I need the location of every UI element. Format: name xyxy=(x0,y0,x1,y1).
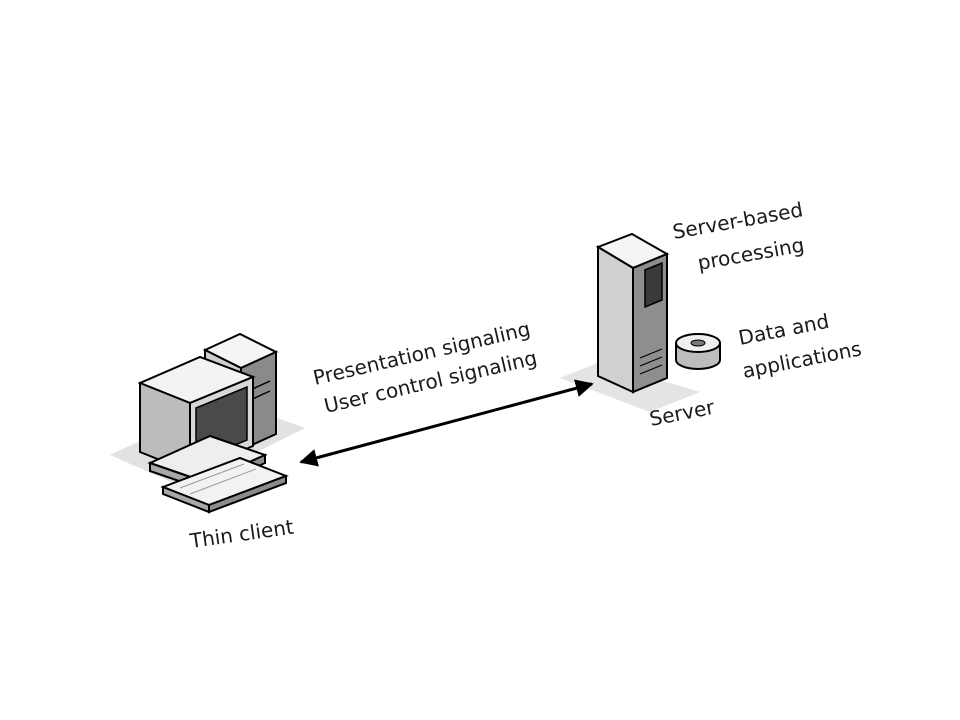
server-processing-label-line2: processing xyxy=(696,233,806,275)
client-keyboard xyxy=(160,456,289,514)
server-tower-icon xyxy=(560,232,700,412)
thin-client-label: Thin client xyxy=(187,515,295,553)
thin-client-computer-icon xyxy=(110,332,305,514)
connection-arrow xyxy=(299,379,594,467)
storage-disk-icon xyxy=(675,333,721,370)
